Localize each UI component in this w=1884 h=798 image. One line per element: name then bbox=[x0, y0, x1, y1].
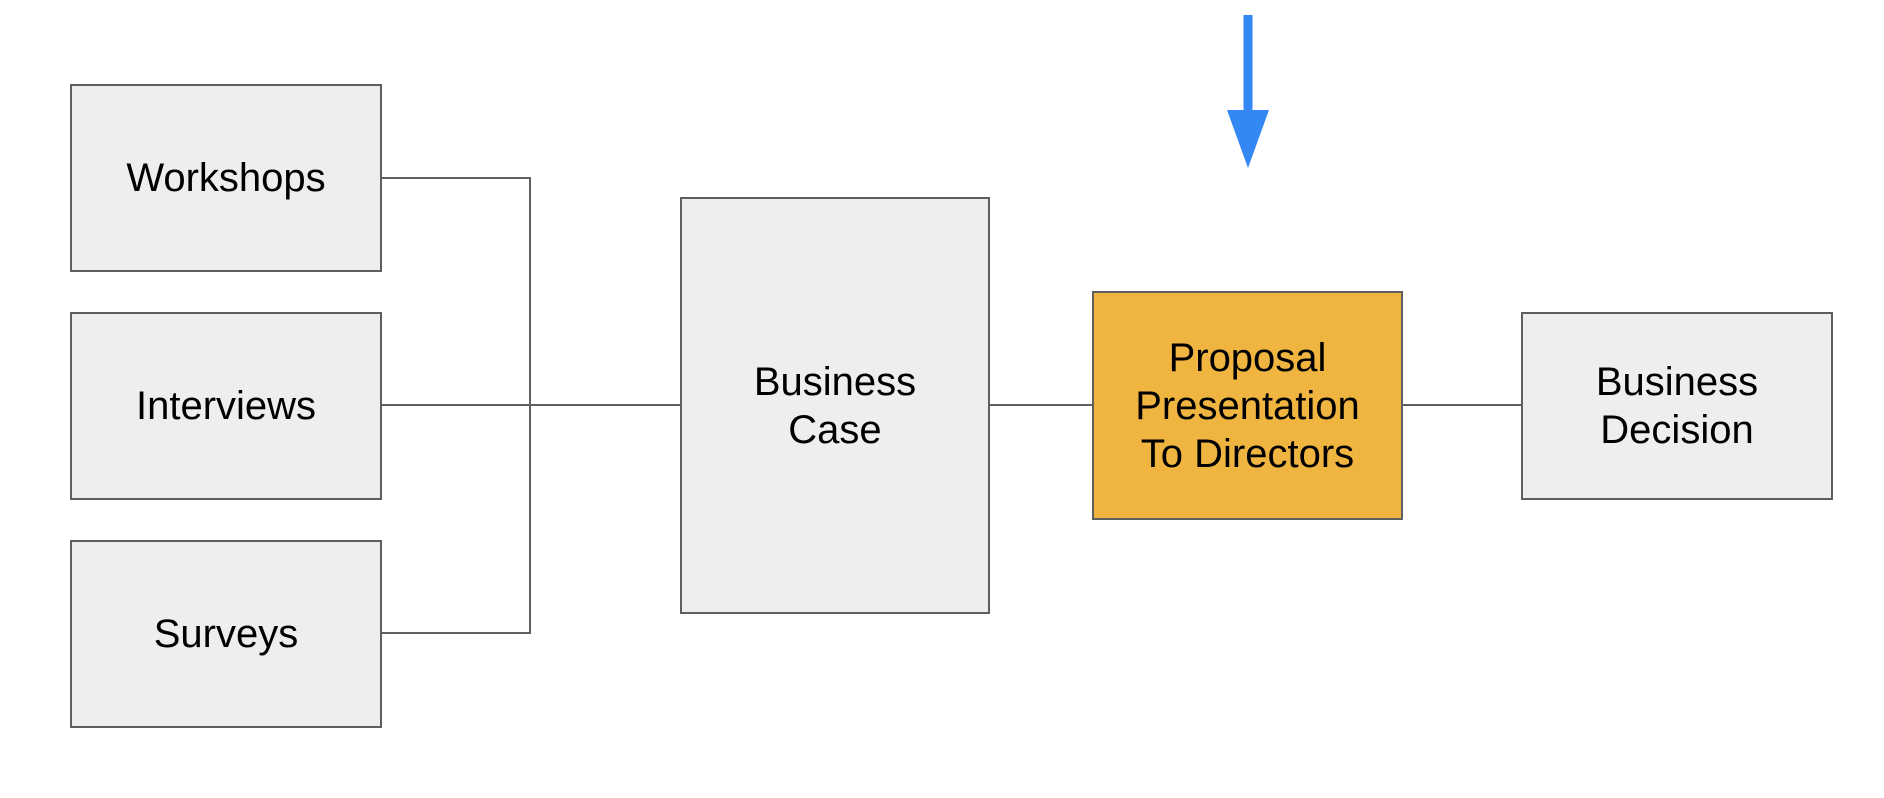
node-business-decision-label: Business Decision bbox=[1595, 360, 1759, 452]
node-proposal-presentation: Proposal Presentation To Directors bbox=[1092, 291, 1403, 520]
node-business-decision: Business Decision bbox=[1521, 312, 1833, 500]
connector-surveys bbox=[382, 405, 531, 634]
node-interviews-label: Interviews bbox=[135, 384, 317, 428]
node-interviews: Interviews bbox=[70, 312, 382, 500]
connector-workshops bbox=[382, 177, 531, 405]
node-surveys-label: Surveys bbox=[153, 612, 299, 656]
node-business-case-label: Business Case bbox=[753, 359, 917, 452]
node-workshops: Workshops bbox=[70, 84, 382, 272]
node-surveys: Surveys bbox=[70, 540, 382, 728]
down-arrow-icon bbox=[1227, 15, 1269, 168]
node-business-case: Business Case bbox=[680, 197, 990, 614]
node-proposal-presentation-label: Proposal Presentation To Directors bbox=[1135, 335, 1360, 476]
node-workshops-label: Workshops bbox=[126, 156, 326, 200]
